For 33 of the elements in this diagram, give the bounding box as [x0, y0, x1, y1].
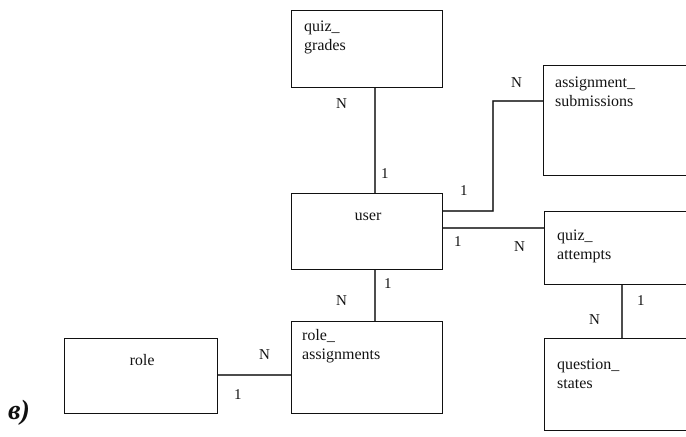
- connector-line: [443, 100, 543, 212]
- entity-box: [544, 211, 686, 285]
- cardinality-label: N: [259, 347, 270, 363]
- entity-box: [544, 338, 686, 431]
- cardinality-label: 1: [384, 276, 392, 292]
- entity-name: quiz_ grades: [304, 17, 347, 55]
- entity-name: user: [354, 206, 382, 225]
- entity-name: assignment_ submissions: [555, 73, 636, 111]
- entity-name: question_ states: [557, 355, 620, 393]
- connector-line: [621, 285, 623, 338]
- cardinality-label: N: [514, 239, 525, 255]
- entity-box: [64, 338, 218, 414]
- entity-box: [291, 10, 443, 88]
- panel-label: в): [8, 395, 30, 427]
- connector-line: [443, 227, 544, 229]
- cardinality-label: 1: [460, 183, 468, 199]
- connector-line: [218, 374, 291, 376]
- cardinality-label: N: [336, 293, 347, 309]
- entity-name: quiz_ attempts: [557, 226, 612, 264]
- entity-name: role_ assignments: [302, 326, 382, 364]
- entity-box: [291, 321, 443, 414]
- cardinality-label: N: [511, 75, 522, 91]
- entity-name: role: [128, 351, 156, 370]
- cardinality-label: 1: [381, 166, 388, 182]
- entity-box: [291, 193, 443, 270]
- cardinality-label: N: [336, 96, 347, 112]
- cardinality-label: 1: [234, 387, 242, 403]
- entity-box: [543, 65, 686, 176]
- cardinality-label: 1: [637, 293, 644, 309]
- connector-line: [374, 88, 376, 193]
- cardinality-label: 1: [454, 234, 462, 250]
- connector-line: [374, 270, 376, 321]
- cardinality-label: N: [589, 312, 600, 328]
